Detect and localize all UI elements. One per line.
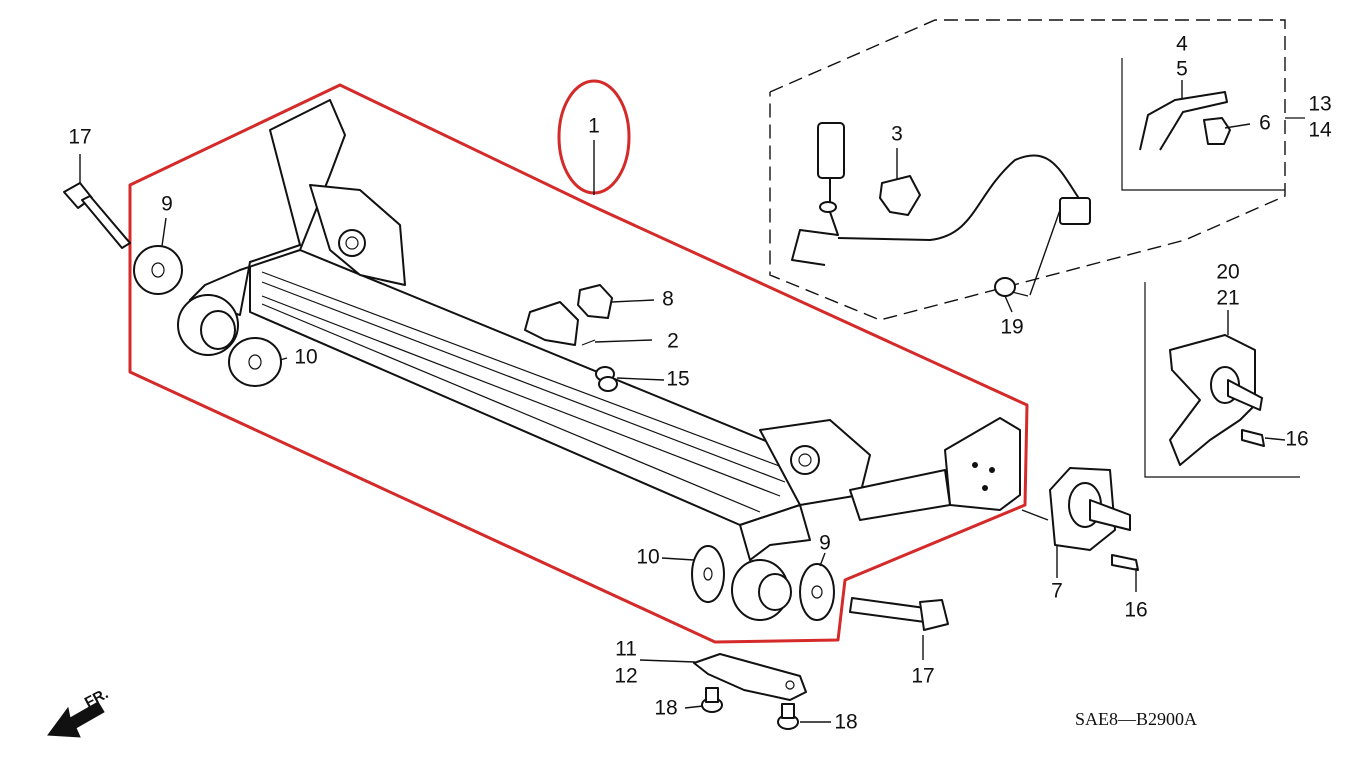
callout-4: 4	[1176, 33, 1188, 56]
front-arrow-icon	[47, 701, 105, 738]
callout-11: 11	[615, 638, 637, 661]
callout-17-left: 17	[68, 126, 91, 149]
callout-13: 13	[1308, 93, 1331, 116]
bolt-18-left	[701, 687, 723, 713]
bolt-16-upper	[1241, 429, 1265, 447]
washer-10-right	[691, 545, 725, 603]
bolt-19	[994, 277, 1029, 297]
callout-18-right: 18	[834, 711, 857, 734]
callout-17-right: 17	[911, 665, 934, 688]
callout-14: 14	[1308, 119, 1332, 142]
callout-16-upper: 16	[1285, 428, 1308, 451]
callout-6: 6	[1259, 112, 1271, 135]
callout-15: 15	[666, 368, 689, 391]
callout-9-left: 9	[161, 193, 173, 216]
callout-10-left: 10	[294, 346, 317, 369]
bolt-17-right	[849, 597, 949, 631]
washer-10-left	[228, 337, 282, 387]
leader-lines	[79, 80, 1286, 723]
bracket-4-5	[1139, 91, 1228, 151]
front-direction-marker: FR.	[47, 685, 111, 738]
callout-16-lower: 16	[1124, 599, 1147, 622]
rear-axle-beam	[177, 99, 1021, 621]
knuckle-group-boundary	[1144, 282, 1300, 478]
clip-6	[1203, 117, 1231, 145]
assembly-highlight	[128, 83, 1029, 644]
callout-18-left: 18	[654, 697, 677, 720]
bolt-16-lower	[1111, 554, 1139, 571]
grommet-3	[879, 175, 921, 216]
callout-8: 8	[662, 288, 674, 311]
callout-19: 19	[1000, 316, 1023, 339]
callout-9-right: 9	[819, 532, 831, 555]
washer-9-right	[799, 563, 835, 621]
callout-10-right: 10	[636, 546, 659, 569]
callout-1: 1	[588, 115, 600, 138]
bolt-17-left	[63, 182, 131, 249]
hub-7	[1049, 467, 1131, 551]
washer-9-left	[133, 245, 183, 295]
bolt-18-right	[777, 703, 799, 730]
sensor-group-boundary	[769, 19, 1305, 321]
callout-7: 7	[1051, 580, 1063, 603]
callout-12: 12	[614, 665, 637, 688]
plate-11-12	[693, 653, 807, 701]
callout-labels: 1 2 3 4 5 6 7 8 9 9 10 10 11 12 13 14 15…	[68, 33, 1332, 734]
callout-3: 3	[891, 123, 903, 146]
front-label: FR.	[82, 685, 111, 711]
bracket-2	[524, 301, 596, 346]
drawing-code: SAE8—B2900A	[1075, 709, 1197, 729]
callout-2: 2	[667, 330, 679, 353]
nut-15	[595, 366, 618, 392]
knuckle-20-21	[1169, 334, 1263, 466]
callout-5: 5	[1176, 58, 1188, 81]
clip-8	[577, 284, 613, 319]
callout-21: 21	[1216, 287, 1239, 310]
callout-20: 20	[1216, 261, 1239, 284]
speed-sensor-harness	[791, 122, 1091, 266]
